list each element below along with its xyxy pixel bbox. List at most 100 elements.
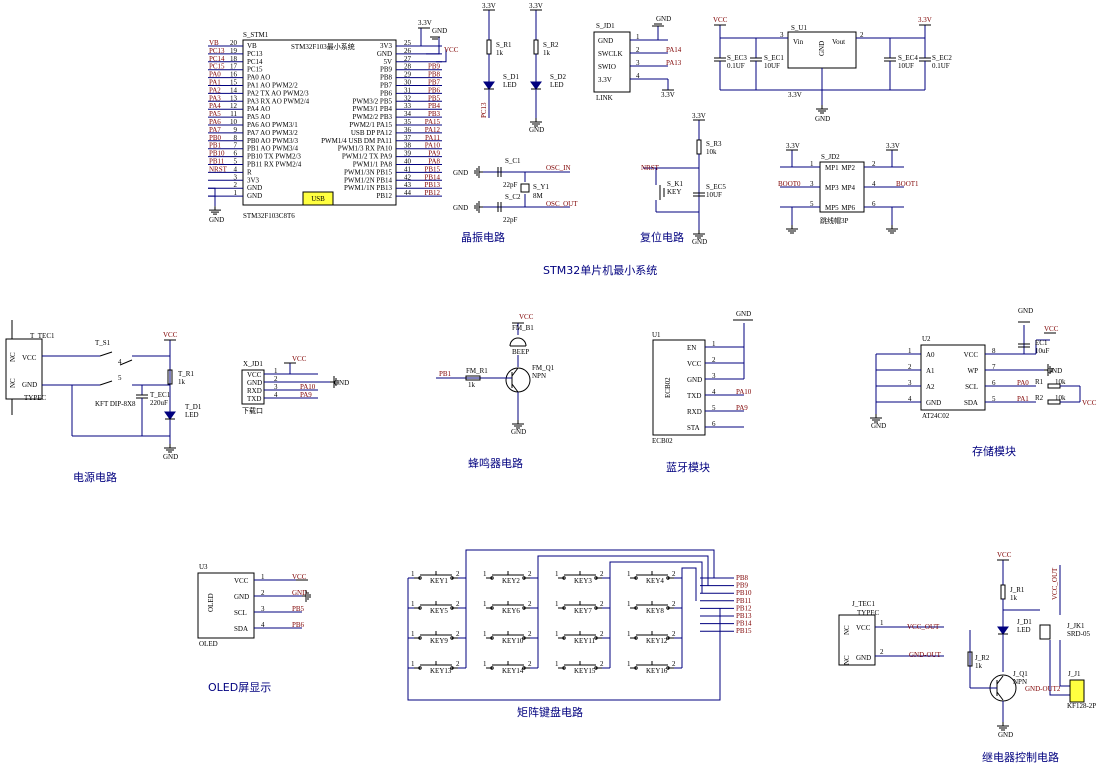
mcu-pin-num: 18 — [230, 55, 238, 63]
label: 2 — [672, 660, 676, 668]
label: 1 — [908, 347, 912, 355]
switch-contact — [594, 636, 598, 640]
mcu-pin-num: 27 — [404, 55, 412, 63]
label: VCC — [234, 577, 249, 585]
key-label: KEY15 — [574, 667, 596, 675]
mcu-net-right: PB14 — [424, 173, 440, 181]
vcc-label: VCC — [444, 46, 459, 54]
v33-label: 3.3V — [418, 19, 432, 27]
mcu-pin-num: 14 — [230, 86, 238, 94]
eeprom-pin: SCL — [965, 383, 978, 391]
mcu-pin-name: PB7 — [380, 82, 393, 90]
mcu-net-left: PA3 — [209, 94, 221, 102]
label: GND — [736, 310, 751, 318]
label: GND — [692, 238, 707, 246]
title-oled: OLED屏显示 — [208, 681, 271, 694]
label: VCC — [22, 354, 37, 362]
label: 3.3V — [788, 91, 802, 99]
key-label: KEY11 — [574, 637, 596, 645]
switch-contact — [490, 606, 494, 610]
label: 2 — [672, 570, 676, 578]
label: S_EC4 — [898, 54, 918, 62]
label: VCC — [856, 624, 871, 632]
mcu-pin-name: PWM1/2 TX PA9 — [342, 153, 393, 161]
label: 3 — [261, 605, 265, 613]
wire — [1059, 640, 1070, 687]
mcu-net-right: PA15 — [425, 118, 441, 126]
link-box — [593, 31, 631, 93]
r2-symbol — [967, 651, 973, 667]
mcu-net-left: PA5 — [209, 110, 221, 118]
led-symbol — [483, 81, 495, 90]
label: GND — [163, 453, 178, 461]
mcu-pin-num: 43 — [404, 181, 412, 189]
mcu-net-left: PC14 — [209, 55, 225, 63]
label: BOOT1 — [896, 180, 919, 188]
label: U2 — [922, 335, 931, 343]
mcu-pin-num: 40 — [404, 158, 412, 166]
bt-net: PA9 — [736, 404, 748, 412]
switch-contact — [594, 666, 598, 670]
bt-pin: GND — [687, 376, 702, 384]
mcu-net-left: PB11 — [209, 158, 225, 166]
label: 2 — [456, 660, 460, 668]
mcu-net-right: PB13 — [424, 181, 440, 189]
label: S_JD1 — [596, 22, 615, 30]
mcu-pin-name: PB10 TX PWM2/3 — [247, 153, 301, 161]
vcc-out-net: VCC_OUT — [1051, 567, 1059, 600]
key-label: KEY1 — [430, 577, 448, 585]
label: 8M — [533, 192, 544, 200]
title-main: STM32单片机最小系统 — [543, 263, 657, 277]
label: 1 — [627, 630, 631, 638]
mcu-net-right: PB7 — [428, 79, 441, 87]
label: VCC — [292, 355, 307, 363]
switch-contact — [634, 636, 638, 640]
label: 1 — [627, 600, 631, 608]
label: 3 — [274, 383, 278, 391]
mcu-pin-name: PA5 AO — [247, 113, 270, 121]
mcu-part: STM32F103C8T6 — [243, 212, 295, 220]
label: KF128-2P — [1067, 702, 1096, 710]
switch-contact — [450, 576, 454, 580]
wire — [426, 37, 440, 55]
label: 2 — [456, 600, 460, 608]
label: 2 — [872, 160, 876, 168]
bt-net: PA10 — [736, 388, 752, 396]
label: 1 — [274, 367, 278, 375]
key-label: KEY2 — [502, 577, 520, 585]
eeprom-box — [920, 344, 986, 411]
mcu-net-left: PB0 — [209, 134, 222, 142]
label: FM_B1 — [512, 324, 534, 332]
usb-label: USB — [311, 195, 325, 203]
download-net: PA9 — [300, 391, 312, 399]
mcu-name: STM32F103最小系统 — [291, 42, 355, 51]
wire — [407, 608, 721, 701]
link-net: PA14 — [666, 46, 682, 54]
mcu-net-left: PA0 — [209, 71, 221, 79]
mcu-net-left: PA4 — [209, 102, 221, 110]
mcu-pin-name: PA6 AO PWM3/1 — [247, 121, 298, 129]
switch-contact — [522, 636, 526, 640]
mcu-pin-num: 25 — [404, 39, 412, 47]
label: GND — [453, 169, 468, 177]
download-box — [241, 369, 265, 405]
label: GND — [511, 428, 526, 436]
label: VCC — [519, 313, 534, 321]
switch-contact — [666, 636, 670, 640]
title-buzzer: 蜂鸣器电路 — [468, 456, 523, 470]
label: GND — [334, 379, 349, 387]
label: GND-OUT2 — [1025, 685, 1061, 693]
bt-part: ECB02 — [664, 377, 672, 398]
nc: NC — [9, 378, 17, 388]
label: NPN — [532, 372, 546, 380]
gnd-label: GND — [209, 216, 224, 224]
switch-contact — [634, 666, 638, 670]
title-relay: 继电器控制电路 — [982, 750, 1059, 764]
mcu-pin-name: R — [247, 168, 252, 176]
mcu-pin-name: PA3 RX AO PWM2/4 — [247, 97, 310, 105]
mcu-pin-name: PWM1/3N PB15 — [344, 168, 393, 176]
mcu-pin-name: PWM1/1N PB13 — [344, 184, 393, 192]
label: Vin — [793, 38, 804, 46]
mcu-pin-num: 20 — [230, 39, 238, 47]
label: 1k — [543, 49, 551, 57]
